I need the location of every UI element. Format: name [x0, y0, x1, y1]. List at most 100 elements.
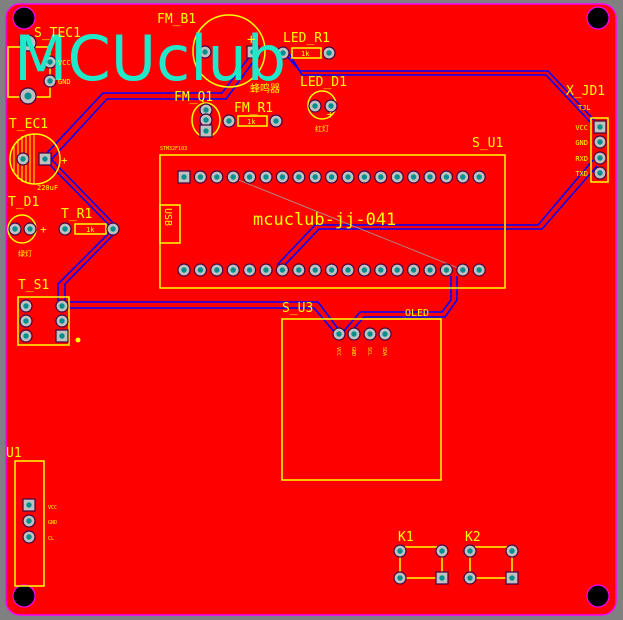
- round-pad: [463, 571, 477, 585]
- ref-u1: U1: [6, 446, 22, 461]
- mounting-hole-icon: [12, 6, 36, 30]
- round-pad: [19, 314, 33, 328]
- round-pad: [199, 113, 213, 127]
- round-pad: [106, 222, 120, 236]
- board-copper: [5, 3, 617, 616]
- ref-led-r1: LED_R1: [283, 31, 330, 46]
- round-pad: [347, 327, 361, 341]
- round-pad: [390, 170, 404, 184]
- round-pad: [308, 170, 322, 184]
- round-pad: [19, 329, 33, 343]
- round-pad: [222, 114, 236, 128]
- round-pad: [393, 544, 407, 558]
- ref-k2: K2: [465, 530, 481, 545]
- square-pad: [199, 124, 213, 138]
- t-ec1-value: 220uF: [37, 184, 58, 192]
- pads: [8, 34, 607, 585]
- round-pad: [439, 170, 453, 184]
- ref-t-r1: T_R1: [61, 207, 92, 222]
- round-pad: [22, 530, 36, 544]
- round-pad: [505, 544, 519, 558]
- square-pad: [38, 152, 52, 166]
- x-jd1-pin-txd: TXD: [575, 170, 588, 178]
- t-r1-value: 1k: [86, 226, 95, 234]
- round-pad: [210, 170, 224, 184]
- t-ec1-outline: [9, 133, 61, 185]
- mounting-holes: [12, 6, 610, 608]
- ref-fm-r1: FM_R1: [234, 101, 273, 116]
- round-pad: [226, 263, 240, 277]
- round-pad: [363, 327, 377, 341]
- s-u3-pin-gnd: GND: [350, 347, 356, 356]
- round-pad: [259, 170, 273, 184]
- mcuclub-logo: MCUclub: [14, 22, 286, 95]
- round-pad: [390, 263, 404, 277]
- round-pad: [324, 99, 338, 113]
- ref-s-tec1: S_TEC1: [34, 26, 81, 41]
- round-pad: [378, 327, 392, 341]
- t-s1-outline: [17, 296, 70, 346]
- round-pad: [276, 46, 290, 60]
- ratsnest-line: [230, 176, 464, 271]
- k2-outline: [469, 546, 513, 579]
- round-pad: [243, 170, 257, 184]
- usb-label: USB: [162, 208, 173, 226]
- usb-outline: [159, 204, 181, 244]
- square-pad: [435, 571, 449, 585]
- square-pad: [246, 45, 260, 59]
- s-u1-subtitle: STM32F103: [160, 146, 187, 152]
- s-u3-pin-vcc: VCC: [335, 347, 341, 356]
- round-pad: [332, 327, 346, 341]
- u1-pin-cl: CL: [48, 536, 54, 542]
- round-pad: [292, 263, 306, 277]
- s-u3-pin-scl: SCL: [366, 347, 372, 356]
- led-r1-value: 1k: [301, 50, 310, 58]
- s-tec1-pin-gnd: GND: [58, 78, 71, 86]
- s-u1-name: mcuclub-jj-041: [253, 210, 396, 230]
- round-pad: [407, 263, 421, 277]
- square-pad: [177, 170, 191, 184]
- round-pad: [463, 544, 477, 558]
- round-pad: [55, 299, 69, 313]
- round-pad: [308, 99, 322, 113]
- round-pad: [593, 151, 607, 165]
- round-pad: [55, 314, 69, 328]
- round-pad: [593, 135, 607, 149]
- round-pad: [210, 263, 224, 277]
- s-u3-outline: [281, 318, 442, 481]
- square-pad: [593, 120, 607, 134]
- round-pad: [177, 263, 191, 277]
- u1-pin-gnd: GND: [48, 520, 57, 526]
- mounting-hole-icon: [586, 6, 610, 30]
- round-pad: [275, 170, 289, 184]
- square-pad: [55, 329, 69, 343]
- ref-fm-q1: FM_Q1: [174, 90, 213, 105]
- square-pad: [505, 571, 519, 585]
- t-d1-plus: +: [40, 223, 47, 236]
- round-pad: [325, 263, 339, 277]
- ref-k1: K1: [398, 530, 414, 545]
- round-pad: [593, 166, 607, 180]
- round-pad: [43, 55, 57, 69]
- ref-x-jd1: X_JD1: [566, 84, 605, 99]
- round-pad: [456, 170, 470, 184]
- k1-outline: [399, 546, 443, 579]
- fm-b1-value: 蜂鸣器: [250, 82, 280, 95]
- s-u3-value: OLED: [405, 308, 429, 319]
- ref-s-u1: S_U1: [472, 136, 503, 151]
- t-d1-value: 绿灯: [18, 249, 32, 258]
- fm-b1-plus: +: [247, 32, 255, 48]
- square-pad: [22, 498, 36, 512]
- x-jd1-pin-rxd: RXD: [575, 155, 588, 163]
- led-d1-plus: +: [327, 108, 334, 121]
- round-pad: [19, 299, 33, 313]
- round-pad: [393, 571, 407, 585]
- round-pad: [19, 34, 37, 52]
- round-pad: [308, 263, 322, 277]
- round-pad: [23, 222, 37, 236]
- led-d1-value: 红灯: [315, 124, 329, 133]
- x-jd1-pin-vcc: VCC: [575, 124, 588, 132]
- s-tec1-pin-vcc: VCC: [58, 59, 71, 67]
- t-ec1-plus: +: [61, 154, 68, 167]
